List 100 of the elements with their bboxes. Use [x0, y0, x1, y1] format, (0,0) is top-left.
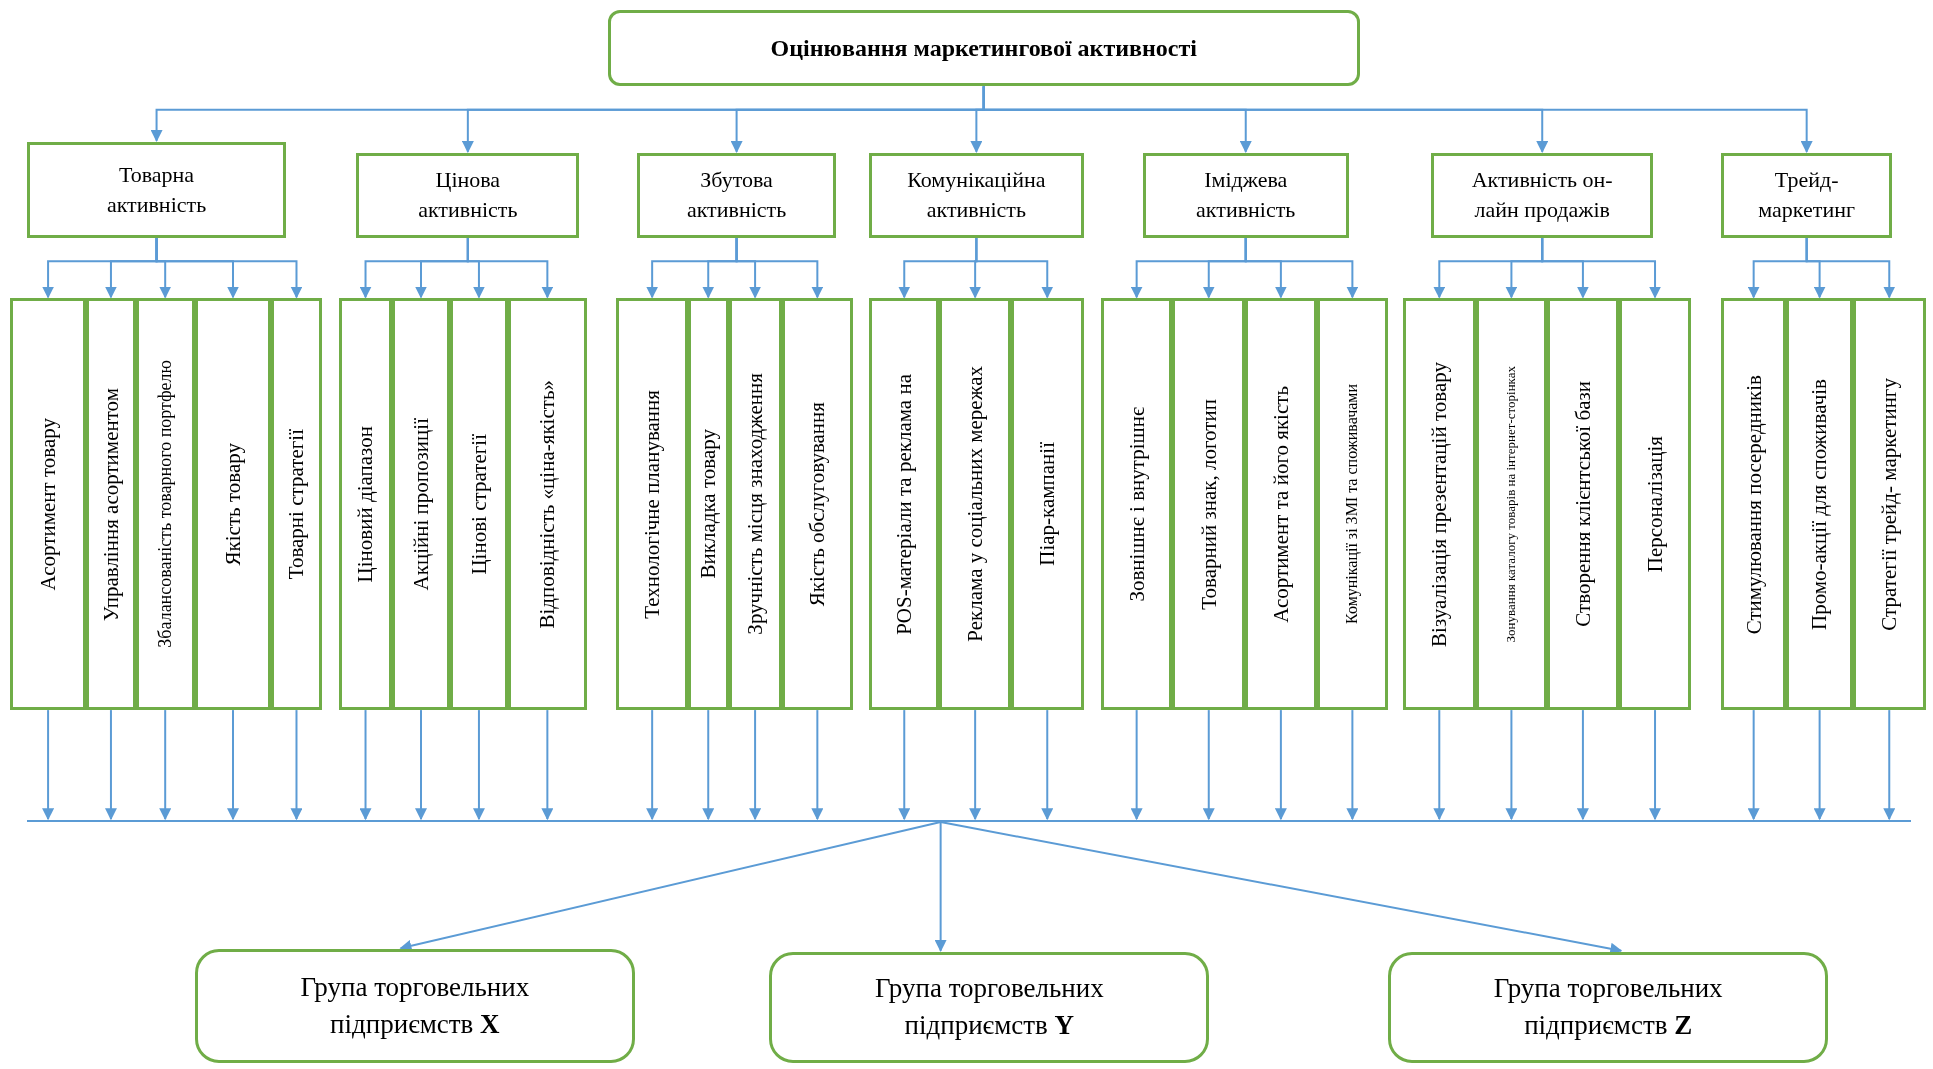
- criterion-label: Зонування каталогу товарів на інтернет-сторінках: [1503, 366, 1520, 643]
- arrow: [702, 709, 715, 821]
- arrow: [898, 709, 911, 821]
- criterion-box: [1245, 298, 1317, 711]
- arrow: [1202, 709, 1215, 821]
- arrow: [155, 236, 303, 299]
- criterion-box: [781, 298, 854, 711]
- criterion-label: Ціновий діапазон: [352, 426, 379, 583]
- arrow: [42, 709, 55, 821]
- title-label: Оцінювання маркетингової активності: [770, 33, 1197, 63]
- arrow: [1346, 709, 1359, 821]
- bus-line: [27, 820, 1911, 823]
- arrow: [1130, 709, 1143, 821]
- criterion-box: [728, 298, 782, 711]
- arrow: [982, 85, 1813, 154]
- category-label: Іміджева активність: [1195, 166, 1297, 225]
- arrow: [1274, 709, 1287, 821]
- criterion-box: [507, 298, 587, 711]
- criterion-box: [194, 298, 272, 711]
- arrow: [1041, 709, 1054, 821]
- criterion-label: Товарні стратегії: [283, 429, 310, 580]
- group-box: [769, 951, 1210, 1063]
- criterion-label: Якість обслуговування: [804, 402, 831, 607]
- criterion-box: [1721, 298, 1787, 711]
- criterion-label: Зовнішнє і внутрішнє: [1123, 406, 1150, 602]
- criterion-label: Піар-кампанії: [1034, 442, 1061, 567]
- arrow: [472, 709, 485, 821]
- category-label: Комунікаційна активність: [906, 166, 1047, 225]
- arrow: [1747, 709, 1760, 821]
- arrow: [749, 709, 762, 821]
- arrow: [975, 236, 1054, 299]
- category-label: Товарна активність: [105, 160, 208, 219]
- criterion-box: [392, 298, 450, 711]
- group-label: Група торговельних підприємств Z: [1492, 972, 1724, 1043]
- arrow: [290, 709, 303, 821]
- criterion-box: [1475, 298, 1548, 711]
- criterion-box: [616, 298, 688, 711]
- arrow: [735, 236, 824, 299]
- criterion-label: Асортимент та його якість: [1267, 385, 1294, 623]
- criterion-label: Управління асортиментом: [97, 387, 124, 621]
- category-box: [637, 152, 836, 238]
- criterion-label: Зручність місця знаходження: [741, 373, 768, 635]
- arrow: [159, 709, 172, 821]
- criterion-label: Відповідність «ціна-якість»: [534, 379, 561, 629]
- criterion-box: [339, 298, 392, 711]
- criterion-label: Реклама у соціальних мережах: [962, 366, 988, 642]
- arrow: [1883, 709, 1896, 821]
- group-box: [1388, 951, 1829, 1063]
- category-box: [1142, 152, 1349, 238]
- criterion-label: Стратегії трейд- маркетингу: [1876, 377, 1903, 631]
- criterion-box: [1618, 298, 1692, 711]
- category-label: Цінова активність: [417, 166, 519, 225]
- criterion-box: [869, 298, 940, 711]
- arrow: [1805, 236, 1896, 299]
- criterion-box: [1547, 298, 1619, 711]
- arrow: [541, 709, 554, 821]
- group-box: [194, 949, 635, 1063]
- group-label: Група торговельних підприємств X: [299, 970, 531, 1041]
- criterion-box: [449, 298, 508, 711]
- arrow: [359, 709, 372, 821]
- criterion-label: Якість товару: [219, 442, 246, 566]
- criterion-label: Стимулювання посередників: [1740, 374, 1767, 634]
- arrow: [1505, 709, 1518, 821]
- criterion-box: [1100, 298, 1173, 711]
- category-box: [1431, 152, 1654, 238]
- category-label: Активність он-лайн продажів: [1470, 166, 1614, 225]
- criterion-label: POS-матеріали та реклама на: [891, 373, 918, 635]
- arrow: [1541, 236, 1662, 299]
- title-box: [607, 9, 1360, 87]
- arrow: [227, 709, 239, 821]
- criterion-label: Товарний знак, логотип: [1195, 398, 1222, 610]
- category-box: [1721, 152, 1893, 238]
- arrow: [1433, 709, 1446, 821]
- arrow: [466, 236, 554, 299]
- criterion-label: Асортимент товару: [34, 417, 61, 591]
- arrow: [811, 709, 824, 821]
- criterion-box: [1316, 298, 1389, 711]
- arrow: [1244, 236, 1359, 299]
- arrow: [1813, 709, 1826, 821]
- arrow: [934, 821, 947, 952]
- criterion-box: [1402, 298, 1476, 711]
- criterion-label: Промо-акції для споживачів: [1806, 378, 1833, 630]
- criterion-label: Викладка товару: [695, 429, 722, 579]
- arrow: [1576, 709, 1589, 821]
- arrow: [646, 709, 659, 821]
- criterion-label: Збалансованість товарного портфелю: [153, 360, 176, 649]
- criterion-label: Комунікації зі ЗМІ та споживачами: [1342, 384, 1362, 625]
- criterion-label: Акційні пропозиції: [407, 418, 434, 591]
- criterion-box: [135, 298, 195, 711]
- category-box: [27, 141, 286, 238]
- criterion-box: [1852, 298, 1926, 711]
- arrow: [1649, 709, 1662, 821]
- criterion-box: [9, 298, 87, 711]
- criterion-box: [939, 298, 1011, 711]
- arrow: [969, 709, 982, 821]
- category-label: Трейд-маркетинг: [1757, 166, 1856, 225]
- criterion-label: Персоналізація: [1641, 436, 1668, 573]
- criterion-box: [1010, 298, 1084, 711]
- category-box: [356, 152, 580, 238]
- arrow: [104, 709, 117, 821]
